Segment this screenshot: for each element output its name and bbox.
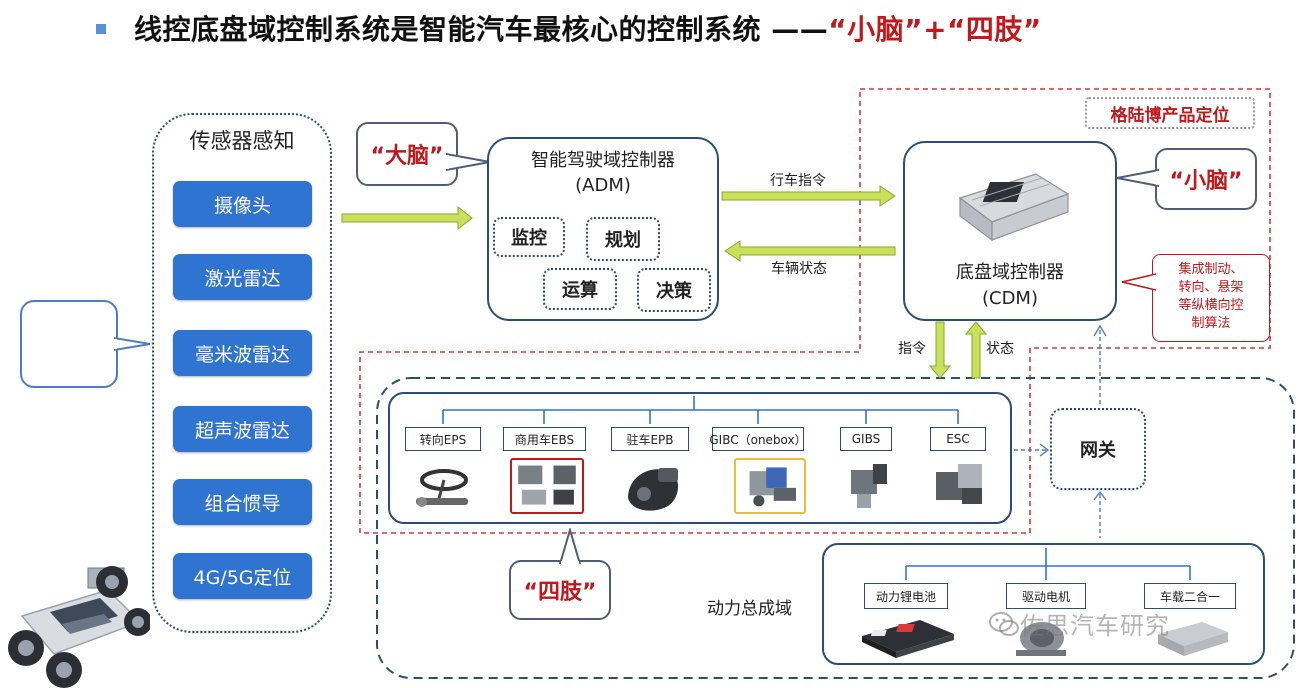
drive-motor-image [1016, 622, 1066, 656]
powertrain-item-onboard-2in1: 车载二合一 [1144, 583, 1236, 609]
page-title: 线控底盘域控制系统是智能汽车最核心的控制系统 ——“小脑”+“四肢” [134, 8, 1042, 48]
sensor-positioning[interactable]: 4G/5G定位 [173, 553, 312, 599]
chassis-item-gibs: GIBS [840, 427, 892, 451]
chassis-item-gibc-onebox: GIBC（onebox） [709, 427, 807, 451]
sensor-lidar[interactable]: 激光雷达 [173, 254, 312, 300]
cdm-title-code: (CDM) [981, 288, 1038, 309]
sensor-panel [152, 113, 332, 633]
esc-image [936, 464, 982, 504]
chassis-item-esc: ESC [930, 427, 986, 451]
adm-function-compute: 运算 [543, 268, 617, 310]
flow-label-vehicle-status: 车辆状态 [771, 261, 827, 277]
integration-note-line-3: 等纵横向控 [1178, 298, 1244, 313]
adm-title-name: 智能驾驶域控制器 [531, 150, 675, 171]
gateway-box: 网关 [1050, 408, 1146, 490]
steering-eps-image [416, 469, 468, 507]
cdm-title: 底盘域控制器 (CDM) [903, 260, 1117, 312]
sensor-camera[interactable]: 摄像头 [173, 181, 312, 227]
sensor-panel-title: 传感器感知 [189, 129, 295, 153]
empty-speech-bubble [20, 300, 118, 388]
cerebellum-callout: “小脑” [1155, 148, 1257, 210]
integration-note: 集成制动、 转向、悬架 等纵横向控 制算法 [1152, 254, 1270, 342]
cerebellum-callout-tail [1116, 168, 1159, 188]
chassis-item-steering-eps: 转向EPS [405, 427, 481, 451]
limbs-callout: “四肢” [509, 560, 611, 620]
parking-epb-image [628, 468, 679, 511]
integration-note-line-4: 制算法 [1191, 316, 1231, 331]
adm-title: 智能驾驶域控制器 (ADM) [487, 148, 719, 198]
speech-bubble-tail [114, 336, 150, 352]
flow-label-command: 指令 [898, 341, 926, 357]
adm-function-planning: 规划 [586, 217, 660, 261]
adm-function-decision: 决策 [637, 268, 711, 312]
sensor-ins[interactable]: 组合惯导 [173, 479, 312, 525]
adm-function-monitor: 监控 [493, 217, 565, 257]
powertrain-item-battery: 动力锂电池 [864, 583, 948, 609]
page-title-prefix: 线控底盘域控制系统是智能汽车最核心的控制系统 —— [134, 13, 829, 46]
commercial-ebs-image [510, 458, 584, 514]
chassis-vehicle-image [8, 566, 150, 688]
chassis-actuator-group [388, 392, 1012, 524]
brain-callout: “大脑” [356, 122, 458, 186]
cdm-title-name: 底盘域控制器 [956, 262, 1064, 283]
chassis-item-commercial-ebs: 商用车EBS [503, 427, 586, 451]
sensor-mmwave-radar[interactable]: 毫米波雷达 [173, 330, 312, 376]
integration-note-tail [1121, 273, 1156, 291]
watermark-text: 佐思汽车研究 [1020, 612, 1170, 640]
gibs-image [851, 464, 887, 508]
battery-pack-image [862, 620, 954, 658]
wechat-icon [989, 612, 1019, 636]
integration-note-line-1: 集成制动、 [1178, 262, 1244, 277]
product-positioning-label: 格陆博产品定位 [1085, 97, 1255, 129]
integration-note-line-2: 转向、悬架 [1178, 280, 1244, 295]
cdm-device-image [958, 173, 1070, 242]
page-title-highlight: “小脑”+“四肢” [828, 13, 1042, 46]
powertrain-title: 动力总成域 [707, 599, 792, 619]
chassis-item-parking-epb: 驻车EPB [611, 427, 689, 451]
brain-callout-tail [446, 152, 491, 172]
gibc-onebox-image [734, 458, 806, 514]
flow-label-drive-command: 行车指令 [770, 173, 826, 189]
onboard-2in1-image [1158, 622, 1228, 656]
adm-title-code: (ADM) [575, 175, 631, 196]
flow-label-status: 状态 [986, 341, 1014, 357]
powertrain-item-motor: 驱动电机 [1006, 583, 1086, 609]
sensor-ultrasonic-radar[interactable]: 超声波雷达 [173, 406, 312, 452]
title-bullet [96, 24, 106, 34]
limbs-callout-tail [558, 528, 582, 564]
